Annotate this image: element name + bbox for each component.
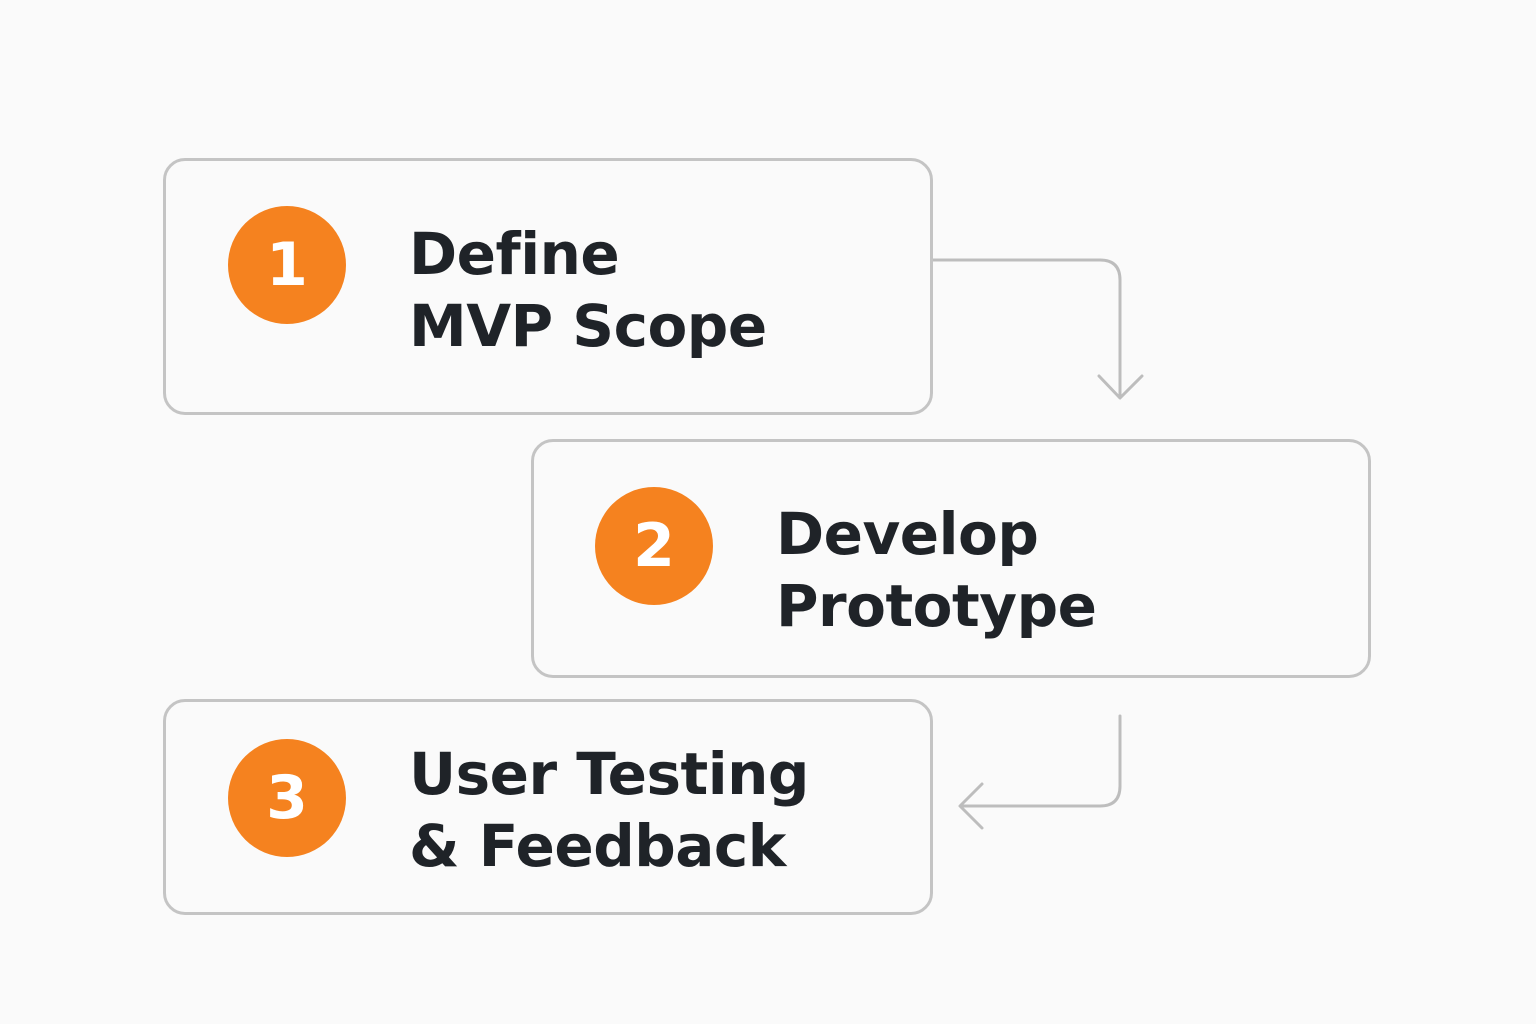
step-number-badge: 1 <box>228 206 346 324</box>
step-label-line: Define <box>409 220 620 288</box>
step-number: 3 <box>266 763 308 833</box>
step-box-develop-prototype: 2 Develop Prototype <box>531 439 1371 678</box>
step-label: User Testing & Feedback <box>409 738 809 882</box>
step-label-line: Develop <box>776 500 1039 568</box>
step-label-line: MVP Scope <box>409 292 767 360</box>
step-number-badge: 3 <box>228 739 346 857</box>
step-number-badge: 2 <box>595 487 713 605</box>
step-label: Develop Prototype <box>776 498 1097 642</box>
step-label-line: & Feedback <box>409 812 786 880</box>
connector-step1-to-step2 <box>931 258 1122 398</box>
step-number: 1 <box>266 230 308 300</box>
step-label-line: User Testing <box>409 740 809 808</box>
step-box-define-mvp-scope: 1 Define MVP Scope <box>163 158 933 415</box>
arrowhead-left-icon <box>958 782 984 830</box>
step-box-user-testing-feedback: 3 User Testing & Feedback <box>163 699 933 915</box>
step-label: Define MVP Scope <box>409 218 767 362</box>
connector-step2-to-step3 <box>960 714 1122 808</box>
step-label-line: Prototype <box>776 572 1097 640</box>
arrowhead-down-icon <box>1097 374 1144 400</box>
step-number: 2 <box>633 511 675 581</box>
